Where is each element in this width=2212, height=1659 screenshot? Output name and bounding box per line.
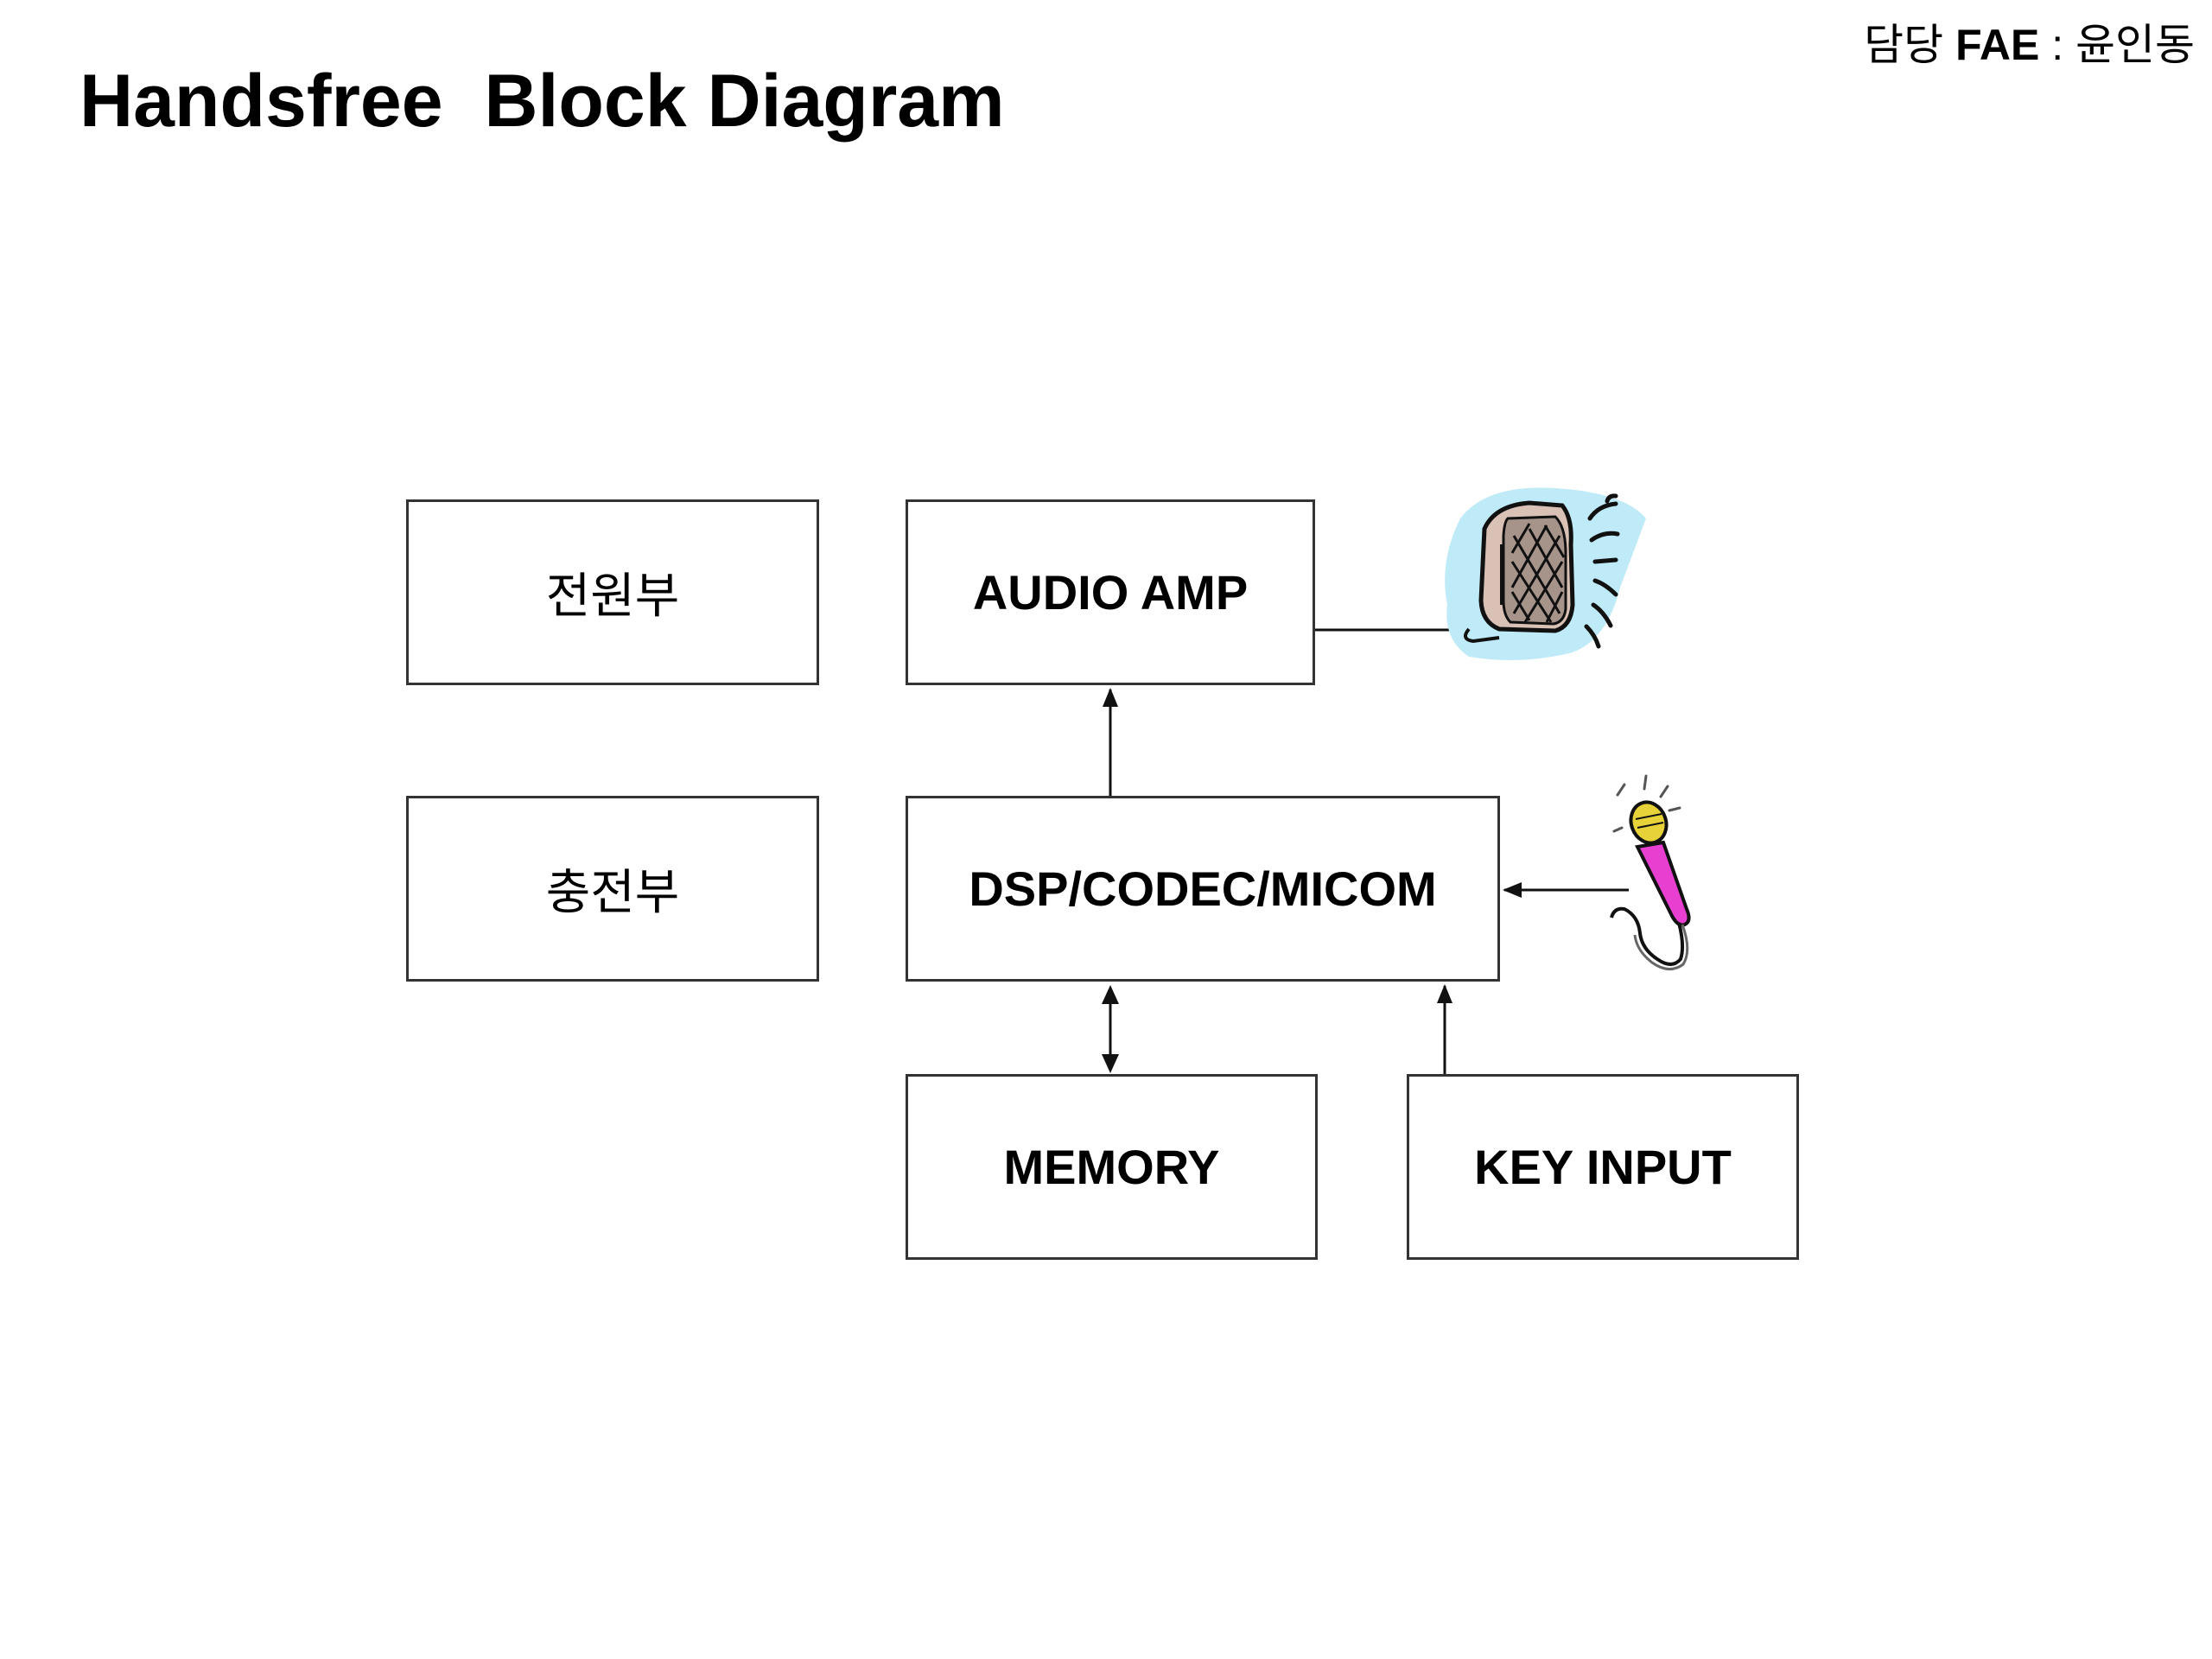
charge-block: 충전부 — [406, 796, 819, 982]
key-input-block-label: KEY INPUT — [1474, 1140, 1732, 1194]
dsp-codec-micom-block-label: DSP/CODEC/MICOM — [969, 861, 1437, 916]
audio-amp-block-label: AUDIO AMP — [972, 565, 1249, 620]
memory-block: MEMORY — [906, 1074, 1318, 1260]
arrow-up-to-dsp — [1102, 985, 1119, 1004]
key-input-block: KEY INPUT — [1407, 1074, 1799, 1260]
audio-amp-block: AUDIO AMP — [906, 499, 1315, 685]
credit-prefix: 담당 — [1864, 21, 1956, 69]
dsp-codec-micom-block: DSP/CODEC/MICOM — [906, 796, 1500, 982]
power-block-label: 전원부 — [545, 569, 680, 625]
charge-block-label: 충전부 — [545, 865, 680, 921]
page-title: Handsfree Block Diagram — [79, 60, 1005, 143]
credit-label: FAE — [1955, 21, 2040, 69]
credit-name: : 윤인동 — [2039, 21, 2195, 69]
speaker-icon — [1445, 487, 1646, 660]
microphone-icon — [1610, 774, 1691, 970]
author-credit: 담당 FAE : 윤인동 — [1864, 10, 2195, 73]
arrow-down-to-memory — [1102, 1054, 1119, 1073]
power-block: 전원부 — [406, 499, 819, 685]
memory-block-label: MEMORY — [1003, 1140, 1220, 1194]
